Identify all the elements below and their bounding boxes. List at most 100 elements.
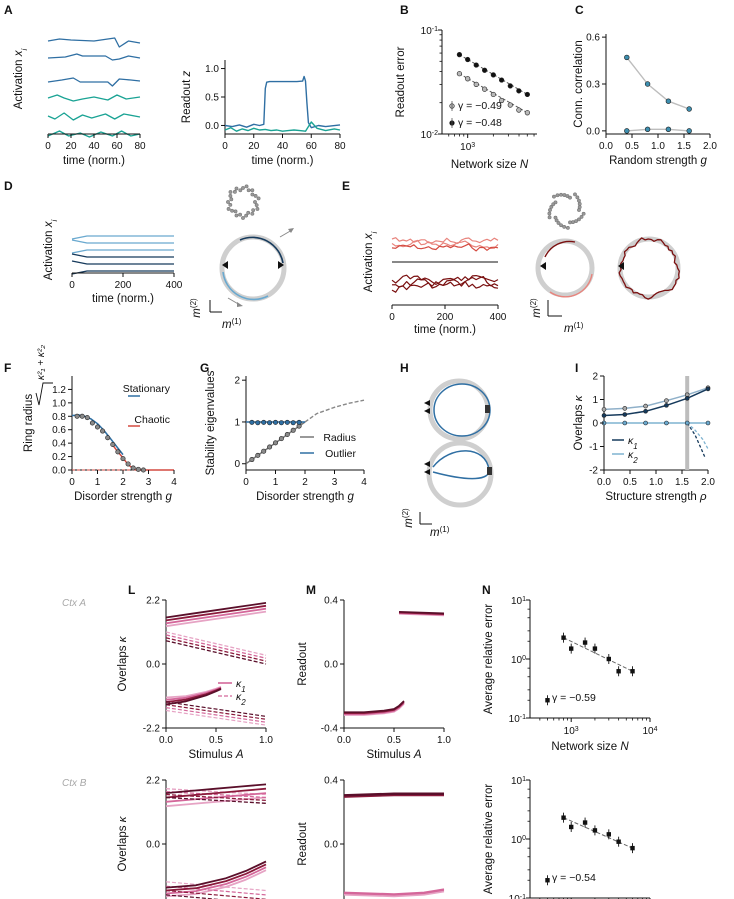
F-legend-label-0: Stationary — [123, 383, 171, 395]
N2-ytick-label: 10-1 — [509, 894, 526, 899]
F-point — [89, 420, 95, 426]
F-point — [105, 435, 111, 441]
D-scatter-point — [253, 200, 257, 204]
N1-ytick-label: 100 — [511, 655, 526, 667]
L1-ytick-label: -2.2 — [143, 724, 161, 735]
G-outlier-point — [249, 419, 255, 425]
L2-kappa2-line — [165, 793, 267, 802]
B-point — [490, 91, 496, 98]
A1-xtick-label: 80 — [134, 141, 146, 152]
D-attractor-top — [239, 236, 284, 264]
D-scatter-point — [250, 188, 255, 193]
A2-series-0 — [224, 75, 341, 129]
D-scatter-point — [228, 194, 233, 198]
E-scatter-point — [579, 215, 584, 219]
E-ring-ylabel: m(2) — [529, 298, 544, 318]
N1-point — [606, 656, 611, 662]
M2-ylabel: Readout — [297, 821, 309, 865]
D-ring-xlabel: m(1) — [222, 317, 242, 332]
C-point — [624, 54, 630, 61]
D-trace — [71, 260, 174, 265]
A1-xtick-label: 60 — [111, 141, 123, 152]
N2-point — [606, 832, 611, 837]
A2-xtick-label: 0 — [222, 141, 228, 152]
E-marker — [540, 262, 546, 270]
I-kappa-branch-1 — [686, 422, 706, 459]
N2-point — [630, 845, 635, 851]
F-ytick-label: 1.2 — [52, 385, 66, 396]
H-orbit-bottom — [432, 450, 490, 480]
F-point — [115, 449, 121, 455]
L1-context-label: Ctx A — [62, 598, 86, 609]
E-xtick-label: 200 — [437, 312, 454, 323]
L2-kappa1-low — [165, 863, 267, 892]
I-point — [684, 420, 690, 426]
F-point — [125, 461, 131, 467]
G-outlier-point — [296, 419, 302, 425]
M1-xtick-label: 0.5 — [387, 735, 401, 746]
F-xtick-label: 2 — [120, 477, 126, 488]
N1-point — [616, 669, 621, 674]
D-scatter-point — [244, 184, 249, 189]
B-point — [516, 88, 522, 94]
L1-kappa2-line — [165, 637, 267, 662]
E-scatter-point — [577, 205, 582, 209]
E-scatter-point — [574, 219, 578, 224]
L1-kappa2-low — [165, 701, 267, 717]
I-point — [643, 403, 648, 409]
I-point — [664, 398, 669, 403]
B-fit-0 — [459, 73, 528, 114]
L1-xtick-label: 1.0 — [259, 735, 273, 746]
F-xtick-label: 4 — [171, 477, 177, 488]
D-scatter-point — [230, 208, 234, 213]
I-point — [622, 406, 628, 411]
G-outlier-point — [272, 419, 278, 425]
B-point — [465, 76, 471, 82]
G-outlier-point — [284, 419, 290, 425]
E-chaotic-orbit — [618, 237, 680, 300]
B-fit-1 — [459, 54, 528, 95]
G-point — [261, 448, 267, 454]
B-point — [499, 77, 505, 83]
F-ytick-label: 1.0 — [52, 398, 66, 409]
B-point — [473, 62, 479, 68]
I-xtick-label: 2.0 — [701, 477, 715, 488]
G-xtick-label: 4 — [361, 477, 367, 488]
N2-point — [592, 828, 598, 833]
A2-xtick-label: 20 — [248, 141, 260, 152]
D-trace — [71, 239, 174, 244]
L2-kappa1-low — [165, 860, 267, 889]
G-point — [278, 436, 284, 442]
M1-xtick-label: 0.0 — [337, 735, 351, 746]
G-outlier-point — [255, 420, 261, 426]
A1-xtick-label: 40 — [88, 141, 100, 152]
C-ylabel: Conn. correlation — [573, 40, 585, 128]
I-ytick-label: 1 — [592, 395, 598, 406]
D-arrowhead — [237, 302, 243, 307]
L1-xtick-label: 0.5 — [209, 735, 223, 746]
F-point — [84, 415, 90, 421]
G-xtick-label: 0 — [243, 477, 249, 488]
N1-point — [545, 698, 550, 703]
I-point — [684, 396, 690, 401]
B-point — [456, 52, 463, 58]
B-point — [507, 83, 513, 89]
A1-xlabel: time (norm.) — [63, 155, 125, 167]
D-scatter-point — [246, 210, 251, 215]
A1-trace — [47, 112, 141, 121]
I-point — [643, 420, 648, 426]
A2-ytick-label: 1.0 — [205, 64, 219, 75]
N1-xtick-label: 104 — [642, 726, 657, 738]
L1-kappa1-line — [165, 610, 267, 628]
D-scatter-point — [255, 207, 260, 211]
L1-xtick-label: 0.0 — [159, 735, 173, 746]
F-point — [130, 465, 136, 471]
L1-kappa1-line — [165, 607, 267, 625]
L1-kappa2-line — [165, 640, 267, 665]
F-point — [95, 424, 101, 430]
D-scatter-point — [234, 186, 239, 191]
E-scatter-point — [562, 225, 567, 229]
N2-point — [545, 878, 550, 883]
I-xtick-label: 1.0 — [649, 477, 663, 488]
D-xtick-label: 0 — [69, 280, 75, 291]
